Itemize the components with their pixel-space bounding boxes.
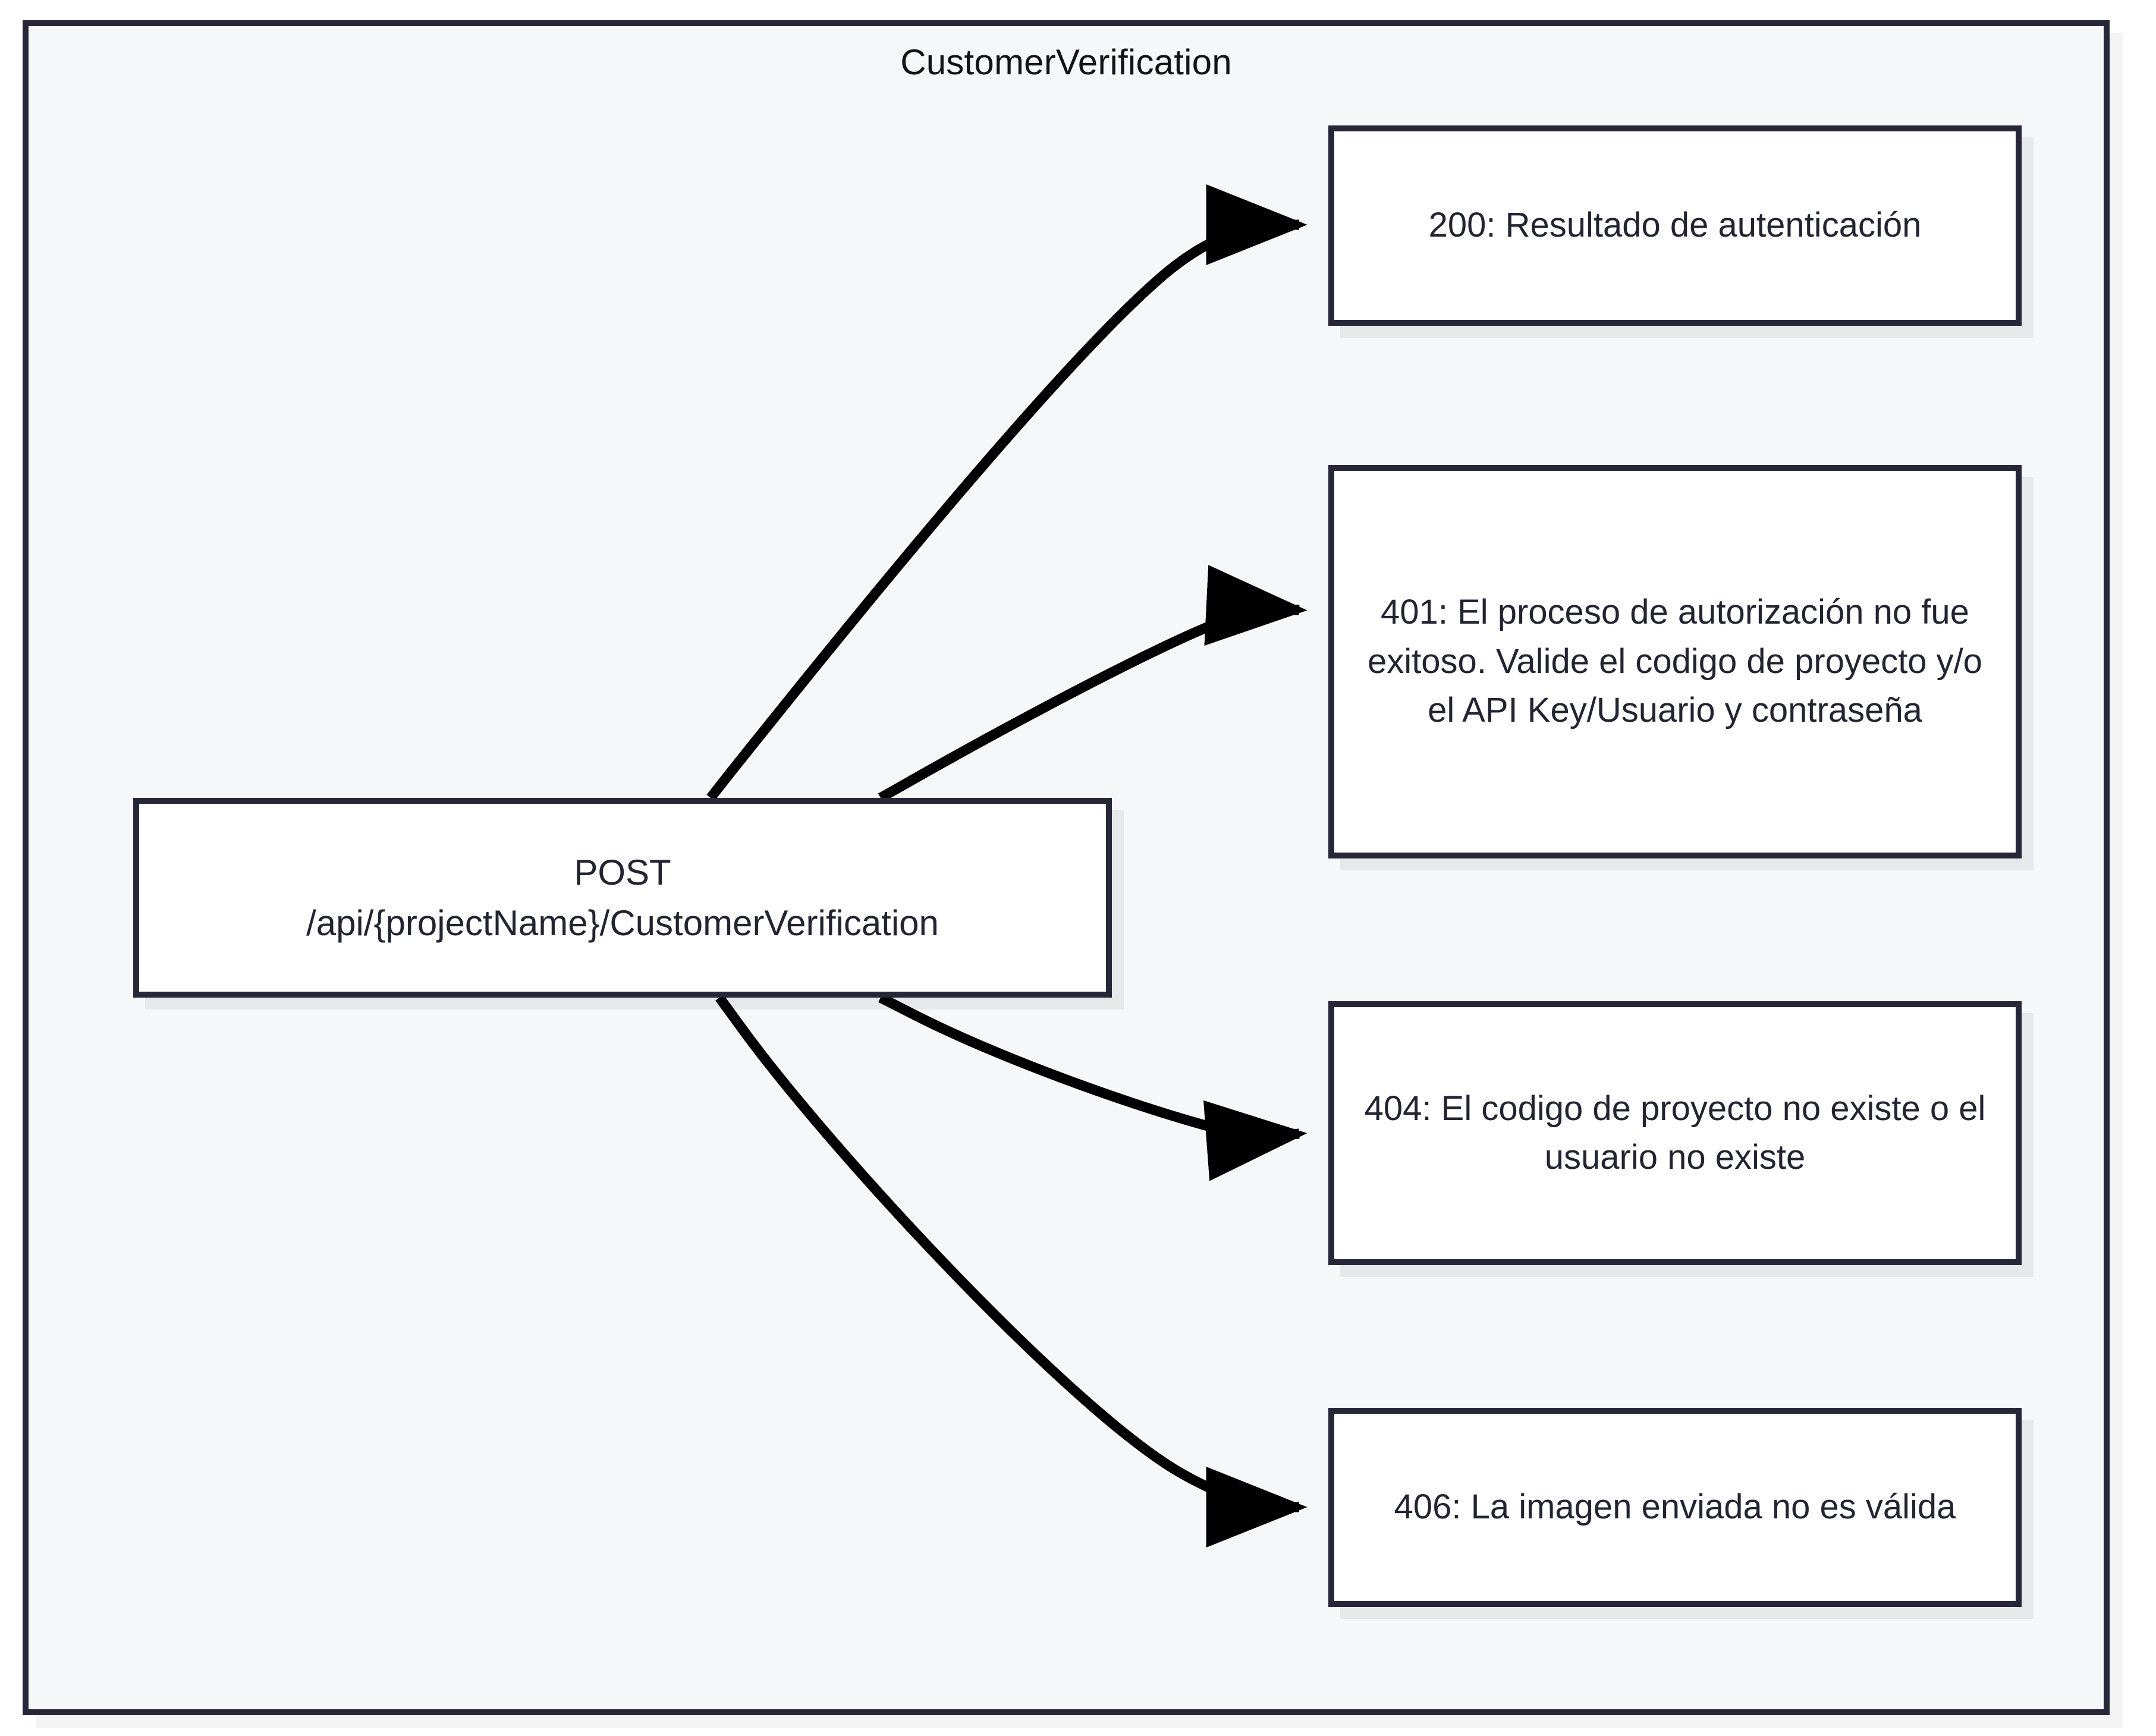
- node-post-label: POST /api/{projectName}/CustomerVerifica…: [306, 852, 939, 943]
- subgraph-title: CustomerVerification: [900, 42, 1232, 82]
- node-response-401[interactable]: 401: El proceso de autorización no fue e…: [1328, 465, 2022, 858]
- node-response-200[interactable]: 200: Resultado de autenticación: [1328, 125, 2022, 326]
- node-post-endpoint[interactable]: POST /api/{projectName}/CustomerVerifica…: [133, 798, 1112, 998]
- node-response-401-label: 401: El proceso de autorización no fue e…: [1368, 593, 1982, 730]
- node-response-406[interactable]: 406: La imagen enviada no es válida: [1328, 1408, 2022, 1607]
- node-response-404[interactable]: 404: El codigo de proyecto no existe o e…: [1328, 1001, 2022, 1265]
- node-response-404-label: 404: El codigo de proyecto no existe o e…: [1364, 1089, 1986, 1177]
- node-response-406-label: 406: La imagen enviada no es válida: [1394, 1487, 1956, 1527]
- node-response-200-label: 200: Resultado de autenticación: [1428, 206, 1922, 245]
